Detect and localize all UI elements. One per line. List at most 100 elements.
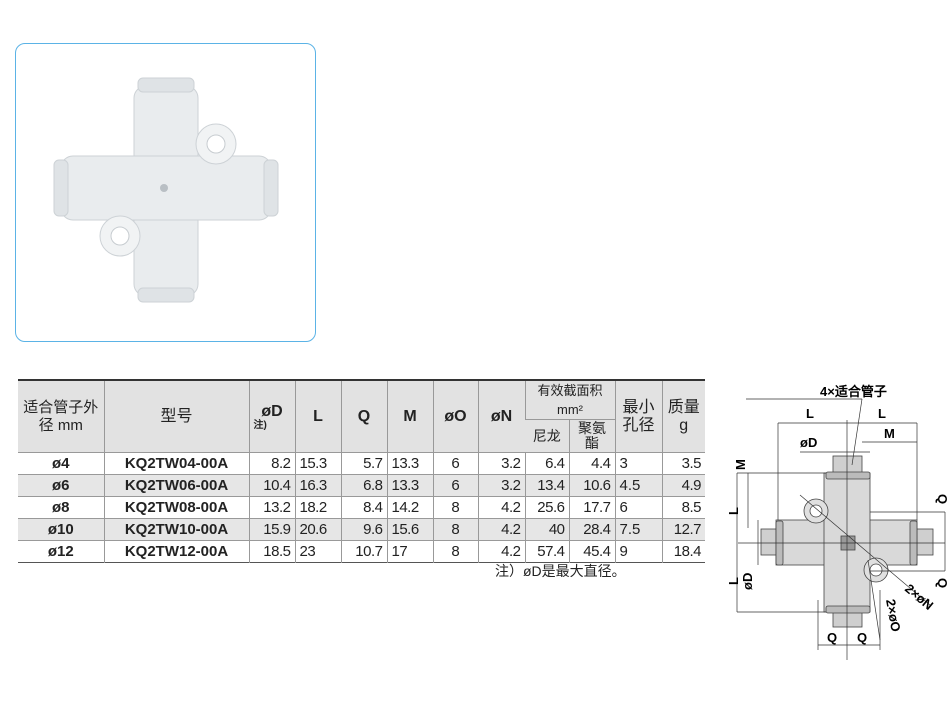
diagram-n-label: 2×øN: [902, 581, 936, 613]
header-effective-area: 有效截面积mm²: [524, 380, 615, 420]
cell-urethane: 45.4: [568, 540, 615, 563]
cell-nylon: 25.6: [524, 496, 569, 519]
header-n: øN: [477, 380, 525, 453]
cell-nylon: 13.4: [524, 474, 569, 497]
header-m: M: [386, 380, 433, 453]
diagram-l-right: L: [878, 406, 886, 421]
cell-q: 6.8: [340, 474, 387, 497]
cell-tube: ø6: [18, 474, 104, 497]
cell-m: 17: [386, 540, 433, 563]
cell-nylon: 57.4: [524, 540, 569, 563]
cell-model: KQ2TW04-00A: [103, 452, 249, 475]
cell-d: 8.2: [248, 452, 295, 475]
cell-nylon: 6.4: [524, 452, 569, 475]
diagram-l-upper: L: [726, 507, 741, 515]
cell-mass: 12.7: [661, 518, 705, 541]
cell-m: 15.6: [386, 518, 433, 541]
cell-urethane: 4.4: [568, 452, 615, 475]
cell-m: 13.3: [386, 452, 433, 475]
diagram-d-left: øD: [740, 573, 755, 590]
cell-o: 6: [432, 452, 478, 475]
diagram-q-upper: Q: [935, 494, 950, 504]
cell-tube: ø4: [51, 455, 70, 472]
cell-model: KQ2TW06-00A: [103, 474, 249, 497]
cell-d: 10.4: [248, 474, 295, 497]
cell-min: 4.5: [614, 474, 662, 497]
cell-o: 8: [432, 540, 478, 563]
diagram-l-left: L: [806, 406, 814, 421]
diagram-q-lower: Q: [935, 578, 950, 588]
cell-mass: 4.9: [661, 474, 705, 497]
diagram-m-top: M: [884, 426, 895, 441]
cell-n: 4.2: [477, 540, 525, 563]
cell-q: 8.4: [340, 496, 387, 519]
header-q: Q: [340, 380, 387, 453]
cell-model: KQ2TW10-00A: [103, 518, 249, 541]
product-photo: [15, 43, 316, 342]
cell-model: KQ2TW08-00A: [103, 496, 249, 519]
header-urethane: 聚氨酯: [568, 419, 615, 453]
diagram-l-lower: L: [726, 577, 741, 585]
header-d-note: 注): [253, 420, 267, 431]
cell-tube: ø10: [18, 518, 104, 541]
cell-d: 18.5: [248, 540, 295, 563]
cell-o: 8: [432, 496, 478, 519]
header-d-label: øD: [261, 403, 283, 420]
cell-n: 4.2: [477, 496, 525, 519]
cell-q: 5.7: [340, 452, 387, 475]
header-model: 型号: [103, 380, 249, 453]
cell-tube: ø12: [47, 543, 74, 560]
cell-l: 16.3: [294, 474, 341, 497]
cell-nylon: 40: [524, 518, 569, 541]
diagram-q-right: Q: [857, 630, 867, 645]
cell-l: 23: [294, 540, 341, 563]
cell-mass: 18.4: [661, 540, 705, 563]
union-cross-fitting-image: [53, 77, 279, 303]
cell-mass: 3.5: [661, 452, 705, 475]
cell-l: 20.6: [294, 518, 341, 541]
cell-model: KQ2TW12-00A: [103, 540, 249, 563]
cell-o: 6: [432, 474, 478, 497]
cell-l: 15.3: [294, 452, 341, 475]
cell-m: 14.2: [386, 496, 433, 519]
diagram-o-label: 2×øO: [883, 598, 903, 633]
diagram-m-left: M: [733, 459, 748, 470]
cell-urethane: 17.7: [568, 496, 615, 519]
cell-min: 9: [614, 540, 662, 563]
header-nylon: 尼龙: [525, 419, 569, 453]
cell-q: 10.7: [340, 540, 387, 563]
cell-d: 13.2: [248, 496, 295, 519]
cell-mass: 8.5: [661, 496, 705, 519]
cell-min: 6: [614, 496, 662, 519]
cell-n: 4.2: [477, 518, 525, 541]
diagram-q-left: Q: [827, 630, 837, 645]
cell-m: 13.3: [386, 474, 433, 497]
cell-n: 3.2: [477, 452, 525, 475]
cell-urethane: 10.6: [568, 474, 615, 497]
cell-min: 7.5: [614, 518, 662, 541]
header-mass-unit: g: [679, 416, 689, 434]
diagram-tube-label: 4×适合管子: [820, 384, 887, 399]
cell-tube: ø8: [51, 499, 70, 516]
diagram-d-top: øD: [800, 435, 817, 450]
cell-n: 3.2: [477, 474, 525, 497]
cell-d: 15.9: [248, 518, 295, 541]
dimension-drawing: 4×适合管子 L L øD M M L L øD Q Q Q Q 2×øN 2×…: [726, 384, 950, 660]
header-l: L: [294, 380, 341, 453]
cell-o: 8: [432, 518, 478, 541]
header-tube-od: 适合管子外径 mm: [18, 380, 104, 453]
header-o: øO: [432, 380, 478, 453]
cell-urethane: 28.4: [568, 518, 615, 541]
header-mass-label: 质量: [667, 398, 700, 416]
cell-l: 18.2: [294, 496, 341, 519]
cell-q: 9.6: [340, 518, 387, 541]
cell-min: 3: [614, 452, 662, 475]
